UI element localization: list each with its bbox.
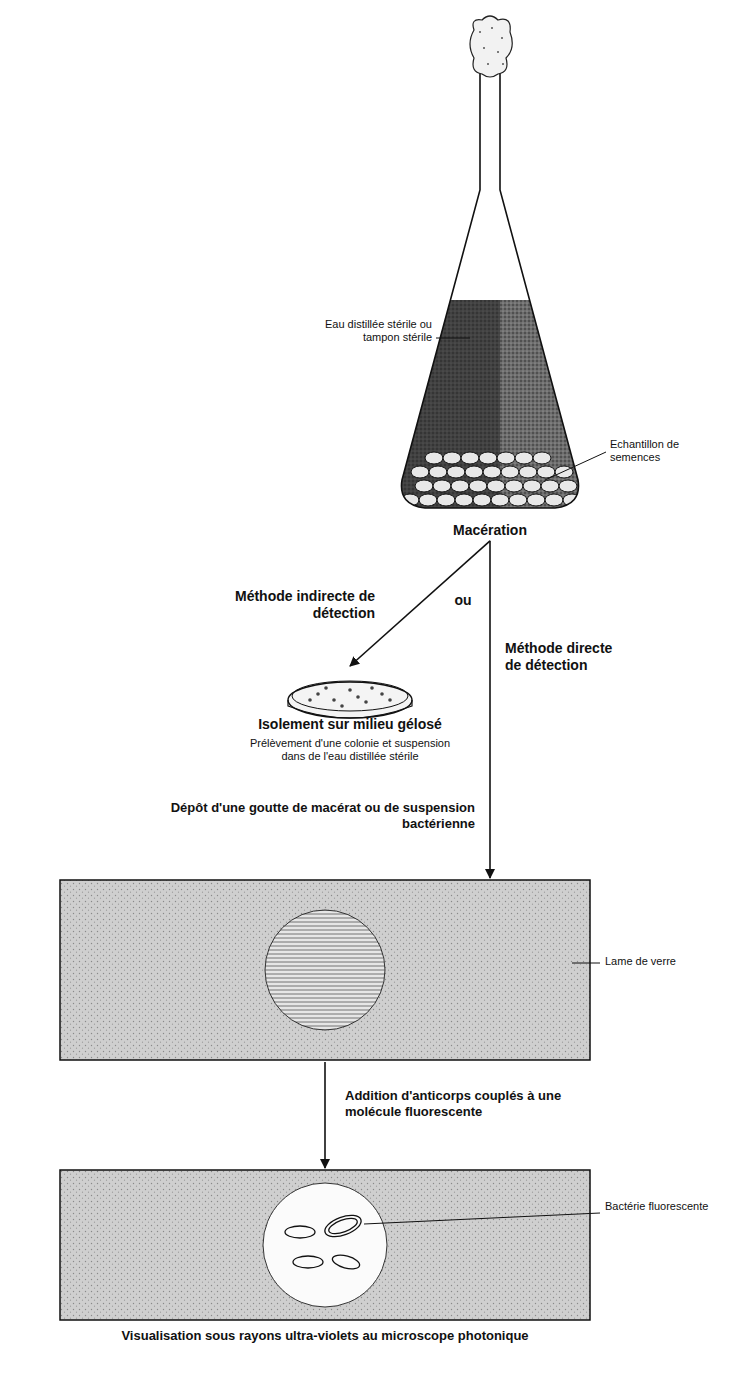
glass-slide-node: Lame de verre [60,880,715,1060]
cotton-plug [470,16,512,77]
seed [429,466,447,478]
seed [433,480,451,492]
colony [370,686,374,690]
edge-label: Méthode directe de détection [505,640,630,674]
seed [555,466,573,478]
flow-arrow [489,541,491,878]
colony [356,695,360,699]
leader-line [572,963,600,964]
node-title: Macération [430,522,550,539]
colony [380,692,384,696]
seed [533,452,551,464]
seed [545,494,563,506]
leader-line [545,452,606,480]
callout-label: Echantillon de semences [610,438,720,464]
node-title: Bactérie fluorescente [605,1200,715,1213]
seed [501,466,519,478]
seed [519,466,537,478]
seed [447,466,465,478]
callout-label: Eau distillée stérile ou tampon stérile [300,318,432,344]
seed [509,494,527,506]
seed [411,466,429,478]
leader-line [436,338,470,339]
seed [419,494,437,506]
glass-slide [60,880,590,1060]
seed [425,452,443,464]
seed [527,494,545,506]
seed [469,480,487,492]
seed [461,452,479,464]
seed [497,452,515,464]
node-note: Visualisation sous rayons ultra-violets … [60,1328,590,1344]
edge-label: Addition d'anticorps couplés à une moléc… [345,1088,575,1119]
colony [316,692,320,696]
flask [380,16,600,510]
leader-line [364,1213,600,1224]
flow-arrow [324,1062,326,1168]
seed [483,466,501,478]
seed [473,494,491,506]
seed [443,452,461,464]
node-title: Isolement sur milieu gélosé [240,716,460,733]
node-note: Prélèvement d'une colonie et suspension … [240,737,460,763]
seed [415,480,433,492]
cotton-texture [479,27,504,65]
step-note: Dépôt d'une goutte de macérat ou de susp… [170,800,475,831]
seed [559,480,577,492]
culture-step: Isolement sur milieu géloséPrélèvement d… [240,668,460,763]
seed [541,480,559,492]
petri-dish [288,681,412,718]
colony [308,698,312,702]
edge-label: Méthode indirecte de détection [225,588,375,622]
seed [491,494,509,506]
node-title: Lame de verre [605,955,715,968]
choice-word: ou [450,592,476,609]
colony [388,698,392,702]
seed [487,480,505,492]
microscope-view-node: Bactérie fluorescenteVisualisation sous … [60,1170,715,1375]
seed [437,494,455,506]
colony [324,686,328,690]
seeds [401,452,581,506]
seed [505,480,523,492]
colony [340,704,344,708]
seed [563,494,581,506]
colony [348,688,352,692]
seed [479,452,497,464]
microscope-view [60,1170,590,1320]
flask-outline [401,60,578,508]
seed [515,452,533,464]
seed [451,480,469,492]
step-label: Macération [430,522,550,539]
seed [455,494,473,506]
colony [364,700,368,704]
colony [332,698,336,702]
seed [523,480,541,492]
seed [465,466,483,478]
bacteria [285,1211,364,1271]
